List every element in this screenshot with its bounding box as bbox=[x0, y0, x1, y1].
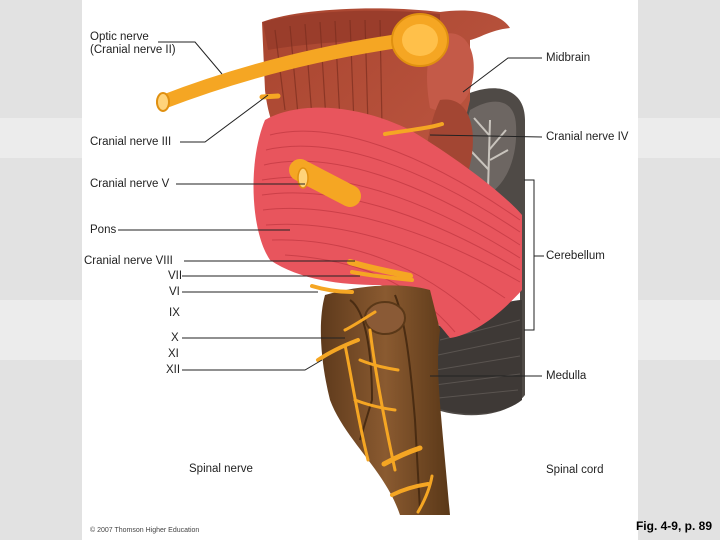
label-medulla: Medulla bbox=[546, 370, 587, 382]
label-cranial-nerve-x: X bbox=[171, 332, 179, 344]
label-midbrain: Midbrain bbox=[546, 52, 591, 64]
label-spinal-cord: Spinal cord bbox=[546, 464, 604, 476]
copyright-notice: © 2007 Thomson Higher Education bbox=[90, 527, 200, 534]
label-cranial-nerve-iii: Cranial nerve III bbox=[90, 136, 172, 148]
label-cranial-nerve-iv: Cranial nerve IV bbox=[546, 131, 629, 143]
label-cranial-nerve-vii: VII bbox=[168, 270, 183, 282]
label-pons: Pons bbox=[90, 224, 117, 236]
label-cranial-nerve-viii: Cranial nerve VIII bbox=[84, 255, 173, 267]
label-optic-nerve: Optic nerve (Cranial nerve II) bbox=[90, 31, 176, 56]
leader-lines bbox=[118, 41, 544, 377]
label-cranial-nerve-ix: IX bbox=[169, 307, 180, 319]
label-spinal-nerve: Spinal nerve bbox=[189, 463, 253, 475]
cerebellum bbox=[425, 88, 525, 416]
label-cranial-nerve-xii: XII bbox=[166, 364, 181, 376]
label-cerebellum: Cerebellum bbox=[546, 250, 605, 262]
cranial-nerves bbox=[156, 13, 449, 514]
pons bbox=[253, 107, 522, 338]
label-cranial-nerve-xi: XI bbox=[168, 348, 179, 360]
figure-reference: Fig. 4-9, p. 89 bbox=[635, 519, 712, 533]
label-cranial-nerve-v: Cranial nerve V bbox=[90, 178, 170, 190]
label-cranial-nerve-vi: VI bbox=[169, 286, 180, 298]
